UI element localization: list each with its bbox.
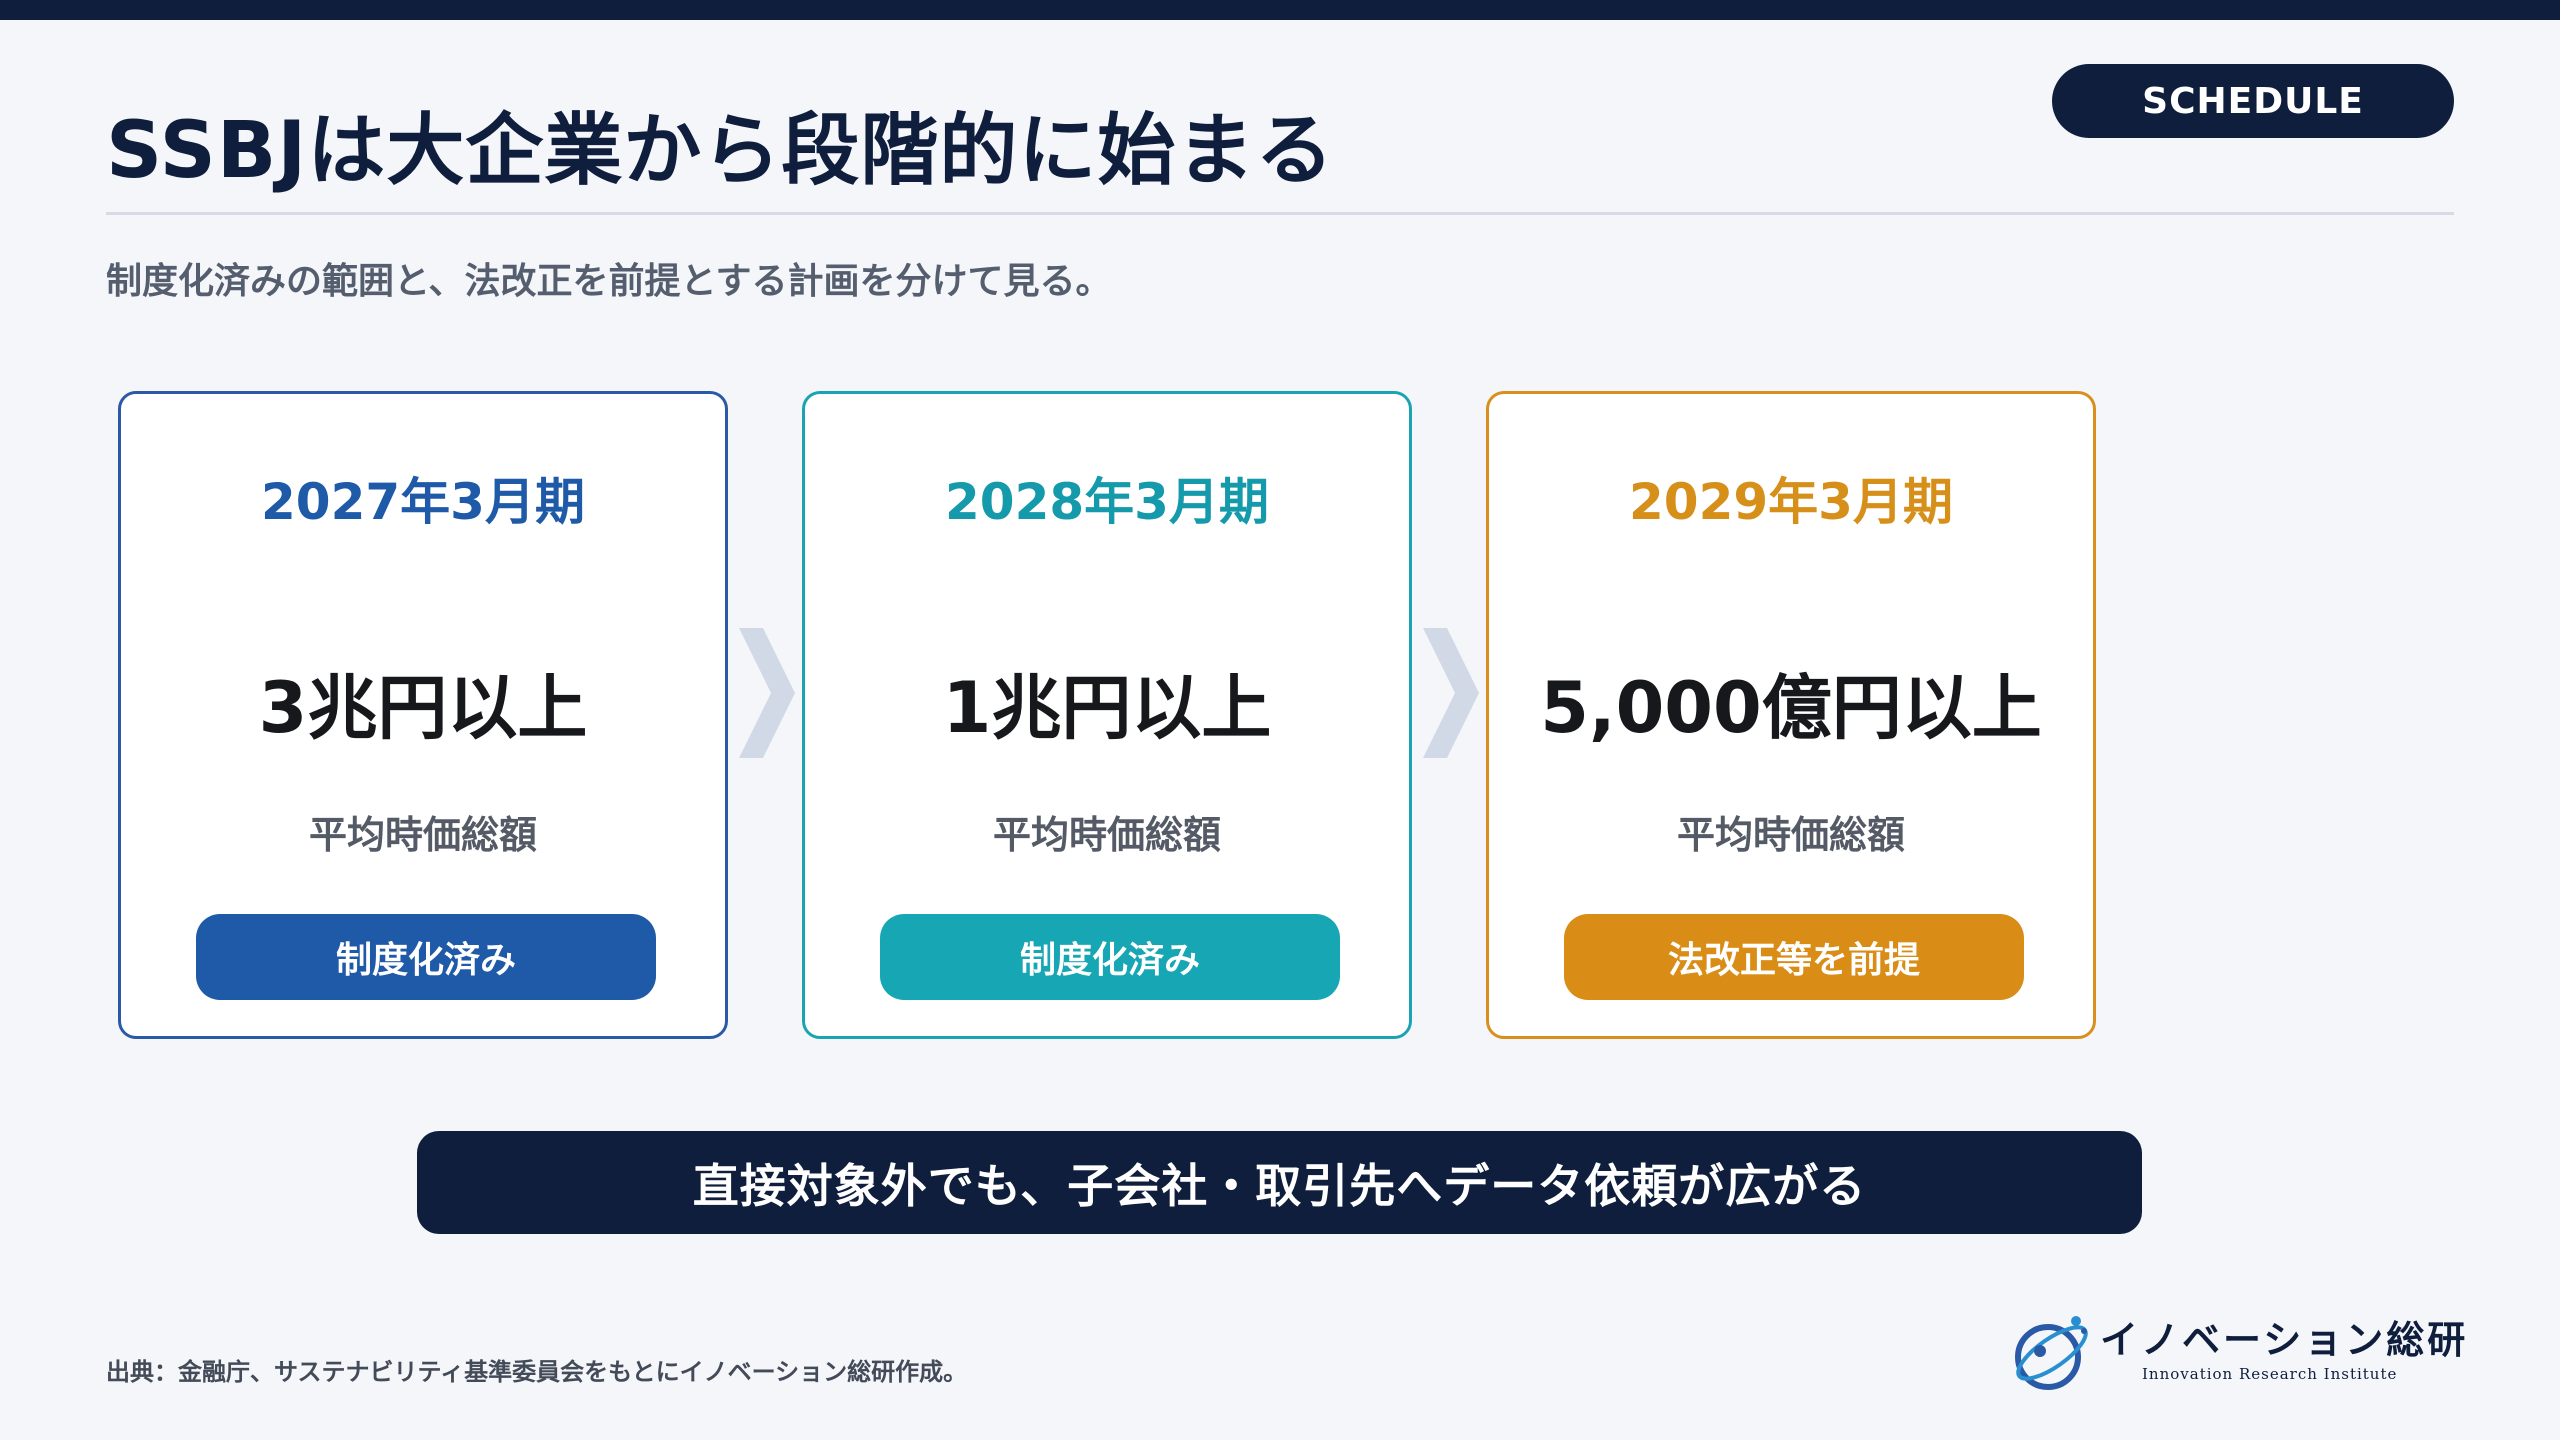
globe-logo-icon — [2015, 1316, 2088, 1390]
schedule-tag: SCHEDULE — [2052, 64, 2454, 138]
key-message-banner: 直接対象外でも、子会社・取引先へデータ依頼が広がる — [417, 1131, 2142, 1234]
card-metric: 平均時価総額 — [308, 813, 537, 857]
chevron-right-icon — [739, 628, 795, 758]
card-status-badge: 制度化済み — [196, 914, 656, 1000]
card-status-badge: 法改正等を前提 — [1564, 914, 2024, 1000]
card-period: 2027年3月期 — [261, 473, 585, 531]
schedule-card-2029: 2029年3月期 5,000億円以上 平均時価総額 法改正等を前提 — [1486, 391, 2096, 1039]
schedule-card-2028: 2028年3月期 1兆円以上 平均時価総額 制度化済み — [802, 391, 1412, 1039]
company-logo: イノベーション総研 Innovation Research Institute — [2010, 1305, 2465, 1405]
card-amount: 1兆円以上 — [942, 667, 1272, 749]
card-metric: 平均時価総額 — [1676, 813, 1905, 857]
top-accent-bar — [0, 0, 2560, 20]
logo-wordmark: イノベーション総研 — [2100, 1317, 2469, 1362]
page-subtitle: 制度化済みの範囲と、法改正を前提とする計画を分けて見る。 — [106, 261, 1112, 302]
page-title: SSBJは大企業から段階的に始まる — [106, 106, 1335, 196]
header-divider — [106, 212, 2454, 215]
card-period: 2029年3月期 — [1629, 473, 1953, 531]
card-period: 2028年3月期 — [945, 473, 1269, 531]
card-status-badge: 制度化済み — [880, 914, 1340, 1000]
chevron-right-icon — [1423, 628, 1479, 758]
card-amount: 5,000億円以上 — [1540, 667, 2042, 749]
logo-subtitle: Innovation Research Institute — [2142, 1365, 2398, 1383]
card-amount: 3兆円以上 — [258, 667, 588, 749]
card-metric: 平均時価総額 — [992, 813, 1221, 857]
schedule-card-2027: 2027年3月期 3兆円以上 平均時価総額 制度化済み — [118, 391, 728, 1039]
source-note: 出典：金融庁、サステナビリティ基準委員会をもとにイノベーション総研作成。 — [106, 1358, 968, 1386]
